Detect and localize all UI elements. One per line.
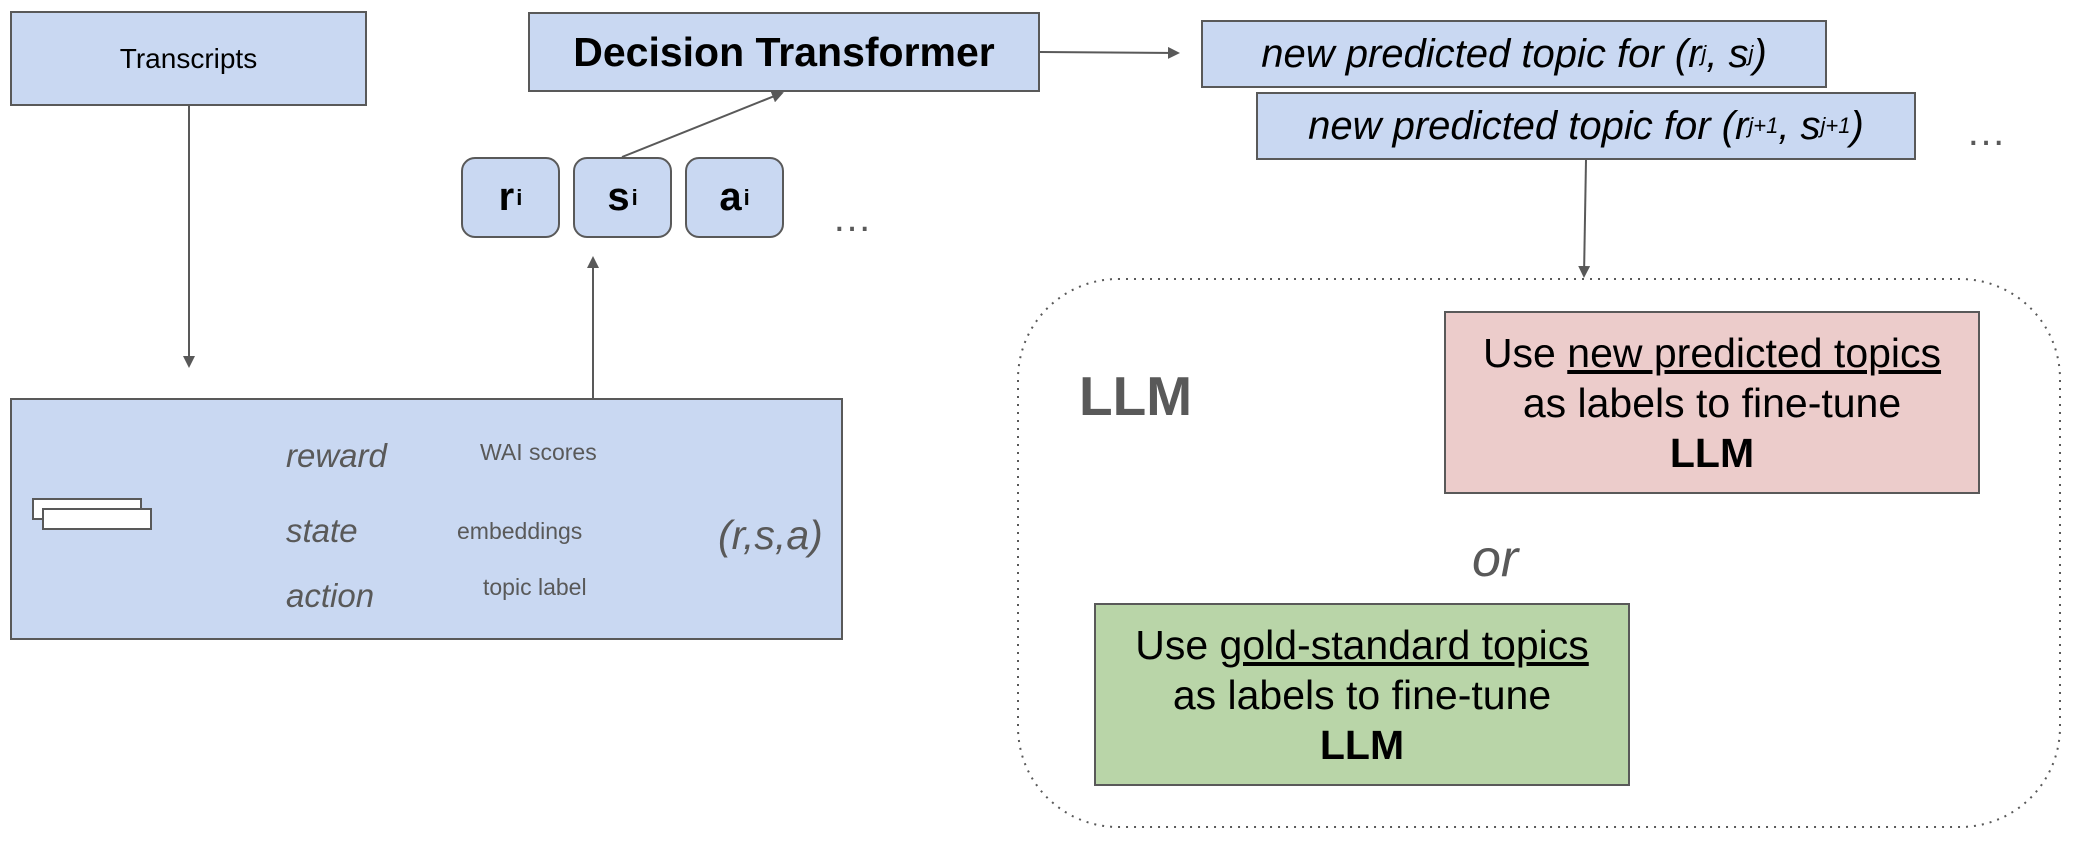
term-action: action	[286, 577, 375, 614]
value-wai-scores: WAI scores	[480, 439, 597, 465]
option-gold-topics: Use gold-standard topics as labels to fi…	[1094, 603, 1630, 786]
option-gold-underlined: gold-standard topics	[1219, 621, 1589, 668]
option-predicted-topics: Use new predicted topics as labels to fi…	[1444, 311, 1980, 494]
or-label: or	[1472, 530, 1519, 588]
option-gold-pre: Use	[1135, 621, 1220, 668]
tokens-ellipsis: …	[832, 196, 872, 240]
token-action-letter: a	[719, 175, 742, 219]
term-reward: reward	[286, 437, 387, 474]
value-embeddings: embeddings	[457, 518, 583, 544]
prediction-1-mid: , s	[1706, 31, 1749, 76]
tuple-output: (r,s,a)	[718, 512, 823, 558]
document-stack-icon-front	[42, 508, 152, 530]
transcripts-box: Transcripts	[10, 11, 367, 106]
arrow-tokens-to-transformer	[621, 91, 784, 158]
prediction-2-sub-r: j+1	[1748, 113, 1779, 138]
token-state-index: i	[631, 184, 638, 210]
term-state: state	[286, 512, 358, 549]
option-gold-llm: LLM	[1319, 721, 1405, 768]
option-predicted-llm: LLM	[1669, 429, 1755, 476]
prediction-2-mid: , s	[1778, 103, 1821, 148]
decision-transformer-label: Decision Transformer	[573, 28, 995, 75]
token-action-index: i	[743, 184, 750, 210]
token-reward-letter: r	[498, 175, 515, 219]
llm-title: LLM	[1079, 365, 1193, 427]
prediction-2-sub-s: j+1	[1820, 113, 1851, 138]
option-predicted-underlined: new predicted topics	[1567, 329, 1942, 376]
option-gold-line2: as labels to fine-tune	[1172, 671, 1552, 718]
value-topic-label: topic label	[483, 574, 587, 600]
prediction-1-prefix: new predicted topic for (r	[1261, 31, 1702, 76]
prediction-2-prefix: new predicted topic for (r	[1308, 103, 1749, 148]
decision-transformer-box: Decision Transformer	[528, 12, 1040, 92]
arrow-prediction-to-llm	[1578, 159, 1591, 278]
predictions-ellipsis: …	[1966, 110, 2006, 154]
arrow-transformer-to-prediction	[1039, 46, 1180, 59]
option-predicted-line1: Use new predicted topics	[1483, 328, 1941, 378]
prediction-1-suffix: )	[1753, 31, 1767, 76]
option-gold-line1: Use gold-standard topics	[1135, 620, 1589, 670]
prediction-2-suffix: )	[1850, 103, 1864, 148]
token-state-letter: s	[607, 175, 630, 219]
prediction-1-sub-s: j	[1748, 41, 1754, 66]
option-predicted-line2: as labels to fine-tune	[1522, 379, 1902, 426]
option-predicted-pre: Use	[1482, 329, 1568, 376]
transcripts-label: Transcripts	[119, 42, 258, 74]
token-reward-index: i	[516, 184, 523, 210]
prediction-1-sub-r: j	[1701, 41, 1707, 66]
